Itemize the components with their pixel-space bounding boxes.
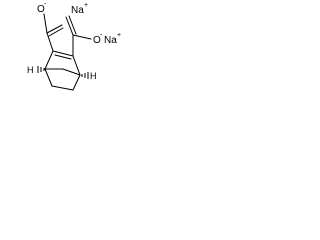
oxygen-right-charge: -: [100, 32, 103, 39]
bond-right-carboxyl-c-o-minus: [72, 34, 92, 40]
hashed-bond-left-h: [37, 66, 45, 73]
bond-left-carboxyl-c-o-double: [46, 24, 63, 34]
oxygen-left-charge: -: [44, 1, 47, 8]
chemical-structure-diagram: O - O - Na + Na + H H: [27, 1, 121, 91]
oxygen-right-label: O: [93, 35, 101, 46]
bond-left-carboxyl-to-ring: [46, 32, 54, 52]
hashed-bond-right-h: [81, 72, 89, 79]
sodium-top-label: Na: [71, 5, 84, 16]
sodium-right-label: Na: [104, 35, 117, 46]
bond-ring-double-2: [54, 54, 72, 60]
sodium-right-charge: +: [117, 32, 121, 39]
bond-lower-right: [72, 74, 81, 91]
oxygen-left-label: O: [37, 4, 45, 15]
bond-ring-double-1: [52, 50, 74, 57]
bond-bridge-right: [62, 68, 81, 76]
hydrogen-right-label: H: [90, 71, 97, 81]
structure-canvas: O - O - Na + Na + H H: [0, 0, 126, 107]
bond-lower-middle: [51, 85, 74, 91]
bond-lower-left: [44, 68, 53, 87]
bond-right-carboxyl-c-o-double: [65, 16, 74, 36]
bond-right-carboxyl-c-o-double-2: [68, 15, 77, 35]
bond-c2-bridgehead-left: [44, 50, 54, 70]
bond-left-carboxyl-c-o-minus: [43, 13, 48, 34]
bond-c3-bridgehead-right: [72, 55, 81, 76]
sodium-top-charge: +: [84, 2, 88, 9]
hydrogen-left-label: H: [27, 65, 34, 75]
bond-left-carboxyl-c-o-double-2: [48, 27, 64, 37]
